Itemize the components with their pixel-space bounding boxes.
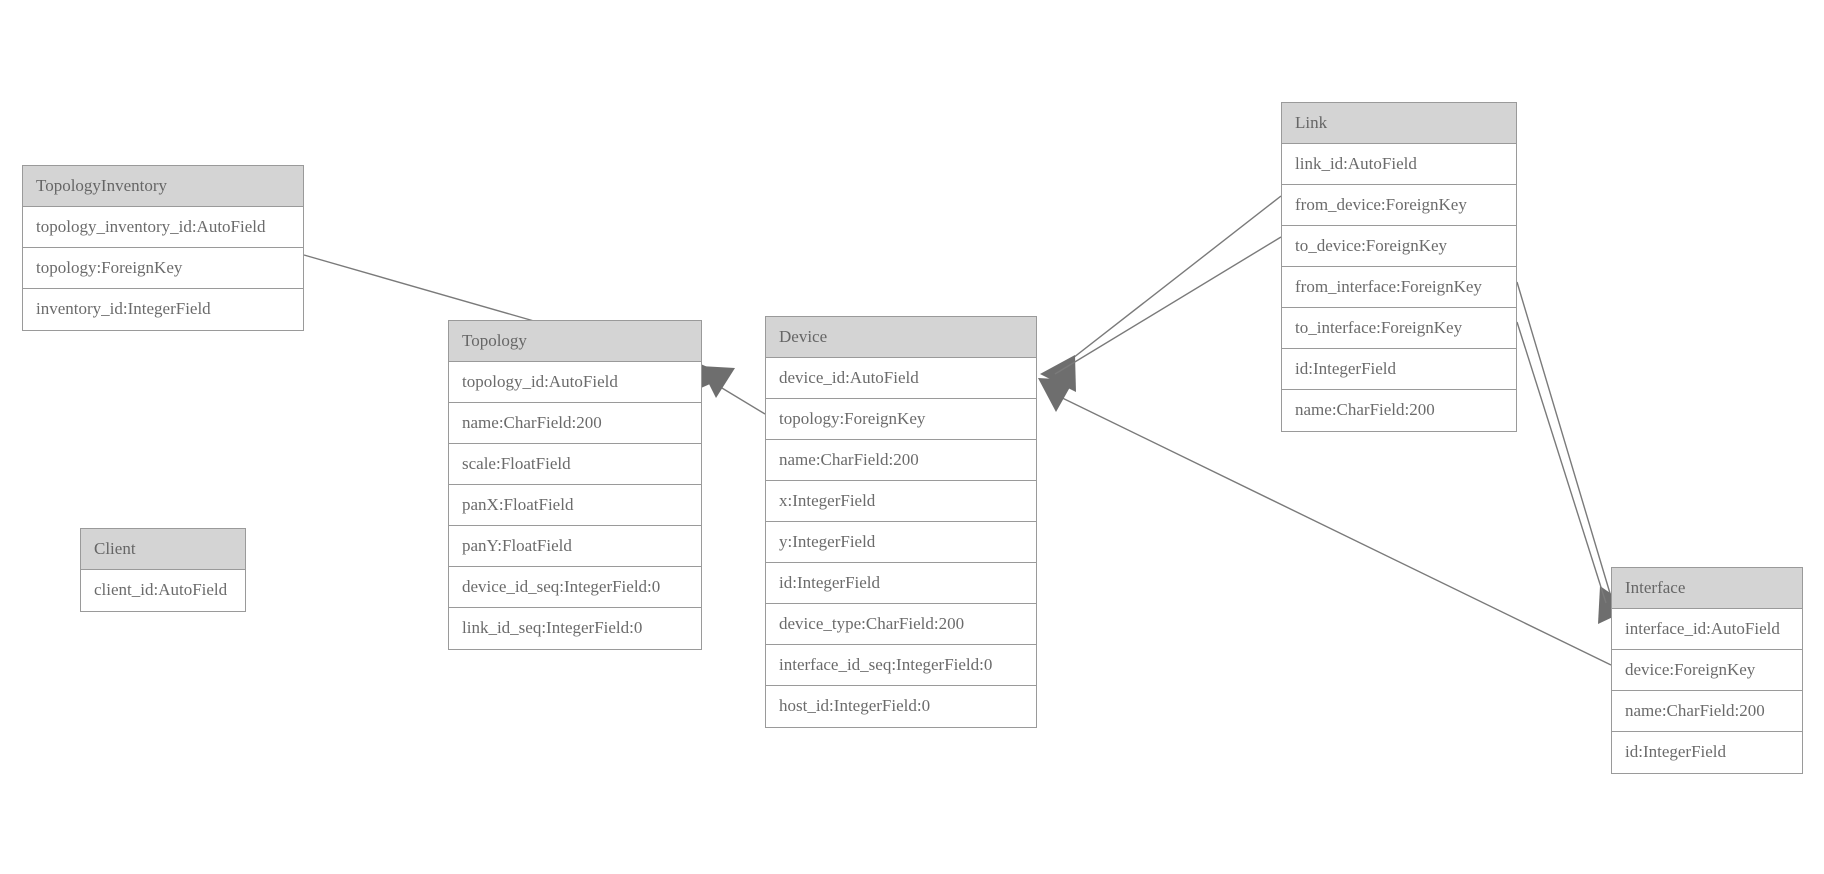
entity-title: Topology xyxy=(449,321,701,362)
entity-title: TopologyInventory xyxy=(23,166,303,207)
entity-field[interactable]: interface_id:AutoField xyxy=(1612,609,1802,650)
entity-field[interactable]: topology_id:AutoField xyxy=(449,362,701,403)
entity-device[interactable]: Device device_id:AutoField topology:Fore… xyxy=(765,316,1037,728)
entity-field[interactable]: id:IntegerField xyxy=(1625,742,1727,761)
entity-field[interactable]: device_type:CharField:200 xyxy=(766,604,1036,645)
entity-field[interactable]: id:IntegerField xyxy=(766,563,1036,604)
entity-field[interactable]: topology:ForeignKey xyxy=(23,248,303,289)
entity-field[interactable]: link_id:AutoField xyxy=(1282,144,1516,185)
edge-link-to-device xyxy=(1054,236,1282,375)
entity-field[interactable]: panX:FloatField xyxy=(449,485,701,526)
entity-field[interactable]: host_id:IntegerField:0 xyxy=(779,696,931,715)
entity-field[interactable]: device:ForeignKey xyxy=(1612,650,1802,691)
entity-field[interactable]: to_interface:ForeignKey xyxy=(1282,308,1516,349)
edge-device-topology xyxy=(700,366,766,415)
entity-title: Link xyxy=(1282,103,1516,144)
entity-field[interactable]: id:IntegerField xyxy=(1282,349,1516,390)
edge-link-from-device xyxy=(1040,195,1282,392)
entity-field[interactable]: scale:FloatField xyxy=(449,444,701,485)
entity-field[interactable]: from_interface:ForeignKey xyxy=(1282,267,1516,308)
entity-client[interactable]: Client client_id:AutoField xyxy=(80,528,246,612)
entity-field[interactable]: link_id_seq:IntegerField:0 xyxy=(462,618,643,637)
entity-link[interactable]: Link link_id:AutoField from_device:Forei… xyxy=(1281,102,1517,432)
entity-field[interactable]: device_id:AutoField xyxy=(766,358,1036,399)
entity-field[interactable]: device_id_seq:IntegerField:0 xyxy=(449,567,701,608)
entity-field[interactable]: interface_id_seq:IntegerField:0 xyxy=(766,645,1036,686)
entity-title: Interface xyxy=(1612,568,1802,609)
entity-field[interactable]: y:IntegerField xyxy=(766,522,1036,563)
entity-interface[interactable]: Interface interface_id:AutoField device:… xyxy=(1611,567,1803,774)
edge-link-to-interface xyxy=(1516,321,1607,604)
entity-topology-inventory[interactable]: TopologyInventory topology_inventory_id:… xyxy=(22,165,304,331)
entity-field[interactable]: topology:ForeignKey xyxy=(766,399,1036,440)
entity-field[interactable]: name:CharField:200 xyxy=(1612,691,1802,732)
entity-title: Device xyxy=(766,317,1036,358)
entity-field[interactable]: to_device:ForeignKey xyxy=(1282,226,1516,267)
entity-field[interactable]: client_id:AutoField xyxy=(94,580,228,599)
entity-field[interactable]: topology_inventory_id:AutoField xyxy=(23,207,303,248)
entity-field[interactable]: name:CharField:200 xyxy=(766,440,1036,481)
entity-field[interactable]: inventory_id:IntegerField xyxy=(36,299,211,318)
entity-field[interactable]: from_device:ForeignKey xyxy=(1282,185,1516,226)
entity-field[interactable]: name:CharField:200 xyxy=(449,403,701,444)
entity-topology[interactable]: Topology topology_id:AutoField name:Char… xyxy=(448,320,702,650)
entity-field[interactable]: name:CharField:200 xyxy=(1295,400,1435,419)
entity-field[interactable]: x:IntegerField xyxy=(766,481,1036,522)
entity-title: Client xyxy=(81,529,245,570)
entity-field[interactable]: panY:FloatField xyxy=(449,526,701,567)
